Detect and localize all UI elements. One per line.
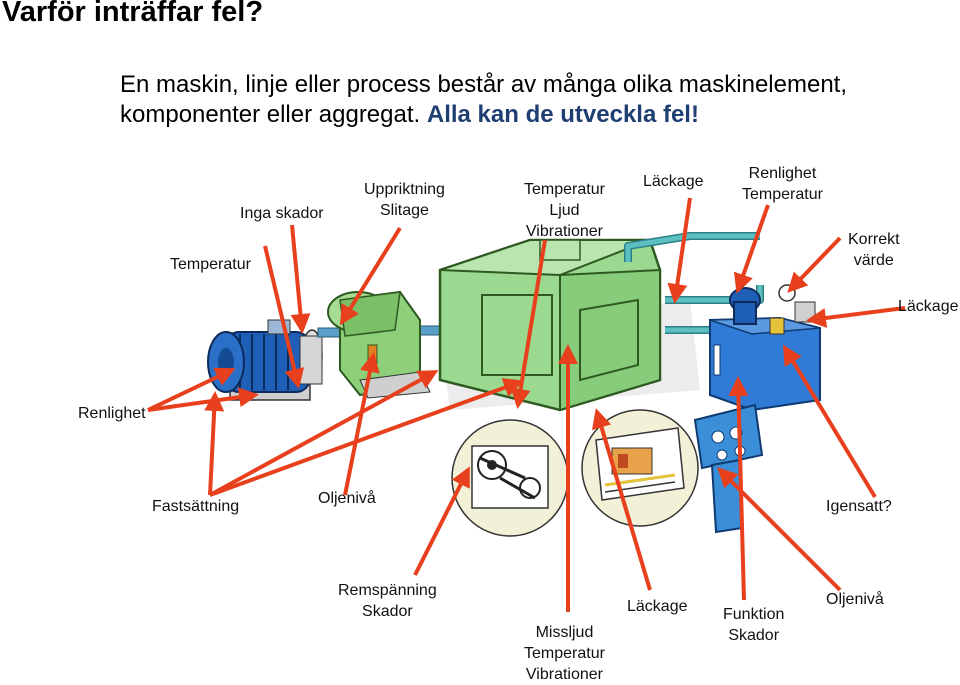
label-korrekt-varde-line-2: värde <box>853 252 894 269</box>
intro-line-2: komponenter eller aggregat. Alla kan de … <box>120 100 847 130</box>
intro-line-1: En maskin, linje eller process består av… <box>120 71 847 98</box>
label-missljud: Missljud Temperatur Vibrationer <box>524 622 605 685</box>
label-funktion-line-1: Funktion <box>723 606 785 623</box>
label-korrekt-varde: Korrekt värde <box>848 229 900 271</box>
label-uppriktning-line-1: Uppriktning <box>364 181 445 198</box>
control-panel-icon <box>693 403 764 534</box>
page-title: Varför inträffar fel? <box>2 0 264 28</box>
belt-drive-inset-icon <box>451 419 569 537</box>
intro-line-2-emphasis: Alla kan de utveckla fel! <box>426 101 699 128</box>
intro-text: En maskin, linje eller process består av… <box>120 70 847 130</box>
label-missljud-line-2: Temperatur <box>524 645 605 662</box>
label-lackage-right: Läckage <box>898 298 959 315</box>
label-oljeniva-mid: Oljenivå <box>318 490 376 507</box>
label-temperatur-left: Temperatur <box>170 256 251 273</box>
label-temp-ljud-vib-line-3: Vibrationer <box>525 223 603 240</box>
label-uppriktning-line-2: Slitage <box>380 202 429 219</box>
label-oljeniva-bottom: Oljenivå <box>826 591 884 608</box>
label-lackage-bottom: Läckage <box>627 598 688 615</box>
label-renlighet-temp-line-2: Temperatur <box>742 186 823 203</box>
label-remspanning-line-1: Remspänning <box>338 582 437 599</box>
electric-motor-icon <box>207 319 323 401</box>
label-uppriktning: Uppriktning Slitage <box>364 179 445 221</box>
label-missljud-line-1: Missljud <box>535 624 594 641</box>
label-remspanning: Remspänning Skador <box>338 580 437 622</box>
label-temp-ljud-vib-line-1: Temperatur <box>524 181 605 198</box>
intro-line-2-plain: komponenter eller aggregat. <box>120 101 421 128</box>
label-missljud-line-3: Vibrationer <box>525 666 603 683</box>
label-fastsattning: Fastsättning <box>152 498 240 515</box>
label-lackage-top: Läckage <box>643 173 704 190</box>
label-temp-ljud-vib-line-2: Ljud <box>549 202 580 219</box>
label-renlighet-left: Renlighet <box>78 405 146 422</box>
label-inga-skador: Inga skador <box>240 205 324 222</box>
label-renlighet-temp: Renlighet Temperatur <box>742 163 823 205</box>
machine-housing-icon <box>438 238 662 412</box>
label-igensatt: Igensatt? <box>826 498 892 515</box>
label-funktion-line-2: Skador <box>728 627 780 644</box>
label-remspanning-line-2: Skador <box>362 603 413 620</box>
label-funktion: Funktion Skador <box>723 604 784 646</box>
label-temp-ljud-vib: Temperatur Ljud Vibrationer <box>524 179 605 242</box>
label-renlighet-temp-line-1: Renlighet <box>748 165 817 182</box>
indicator-arrows <box>147 197 906 612</box>
label-korrekt-varde-line-1: Korrekt <box>848 231 900 248</box>
electronics-inset-icon <box>581 409 699 527</box>
